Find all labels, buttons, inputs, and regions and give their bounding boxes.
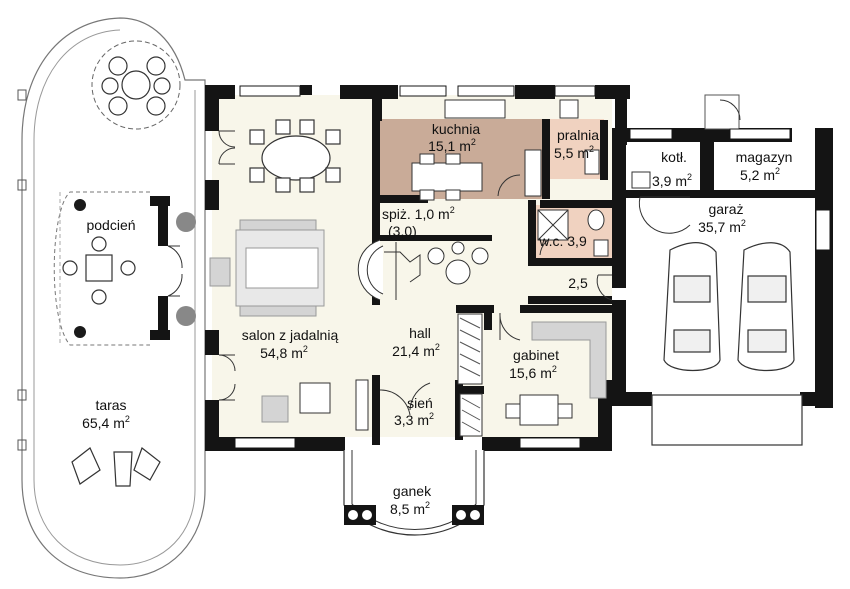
car-left [663, 242, 721, 371]
terrace-round-area [91, 40, 181, 130]
car-right [737, 242, 795, 371]
terrace-loungers [71, 447, 161, 487]
podcien-outline [53, 191, 150, 346]
terrace-outline [21, 17, 206, 579]
living-sofa-set [209, 219, 325, 317]
doors [167, 99, 741, 486]
windows [234, 85, 831, 449]
label-sien: sień [407, 395, 433, 411]
hall-table [427, 241, 489, 285]
label-wc: w.c. 3,9 [538, 233, 587, 249]
label-gabinet: gabinet [513, 347, 559, 363]
garage-door [651, 394, 803, 446]
podcien-columns [74, 199, 86, 338]
boiler [631, 171, 651, 189]
label-sien-area: 3,3 m2 [394, 411, 434, 428]
wardrobes [457, 313, 483, 437]
label-small-room: 2,5 [568, 275, 588, 291]
terrace-inner-outline [33, 29, 196, 566]
label-salon: salon z jadalnią [242, 327, 339, 343]
laundry-sink [584, 149, 600, 175]
label-pralnia: pralnia [557, 127, 599, 143]
podcien-table [62, 236, 136, 305]
label-magazyn-area: 5,2 m2 [740, 166, 780, 183]
label-garaz-area: 35,7 m2 [698, 218, 746, 235]
label-gabinet-area: 15,6 m2 [509, 364, 557, 381]
wc-fixtures [537, 209, 609, 257]
plants [176, 212, 196, 326]
terrace-round-table [101, 56, 171, 116]
label-taras: taras [95, 397, 126, 413]
label-hall-area: 21,4 m2 [392, 342, 440, 359]
magazyn-entrance [704, 94, 740, 130]
label-pralnia-area: 5,5 m2 [554, 144, 594, 161]
label-salon-area: 54,8 m2 [260, 344, 308, 361]
laundry-washer [559, 99, 579, 119]
label-hall: hall [409, 325, 431, 341]
label-kuchnia-area: 15,1 m2 [428, 137, 476, 154]
office-furniture [505, 321, 607, 426]
label-ganek: ganek [393, 483, 432, 499]
label-podcien: podcień [86, 217, 135, 233]
label-ganek-area: 8,5 m2 [390, 500, 430, 517]
fireplace [299, 382, 331, 414]
label-magazyn: magazyn [736, 149, 793, 165]
label-kotl-area: 3,9 m2 [652, 172, 692, 189]
dining-table [249, 119, 341, 193]
sideboard [355, 379, 369, 431]
porch [343, 450, 485, 536]
label-kotl: kotł. [661, 149, 687, 165]
kitchen-counter [411, 99, 542, 201]
label-spiz-note: (3,0) [388, 223, 417, 239]
label-taras-area: 65,4 m2 [82, 414, 130, 431]
terrace-railing [17, 89, 27, 451]
label-garaz: garaż [708, 201, 743, 217]
staircase [357, 239, 421, 301]
living-armchair [261, 395, 289, 423]
label-kuchnia: kuchnia [432, 121, 480, 137]
label-spiz: spiż. 1,0 m2 [382, 205, 455, 222]
